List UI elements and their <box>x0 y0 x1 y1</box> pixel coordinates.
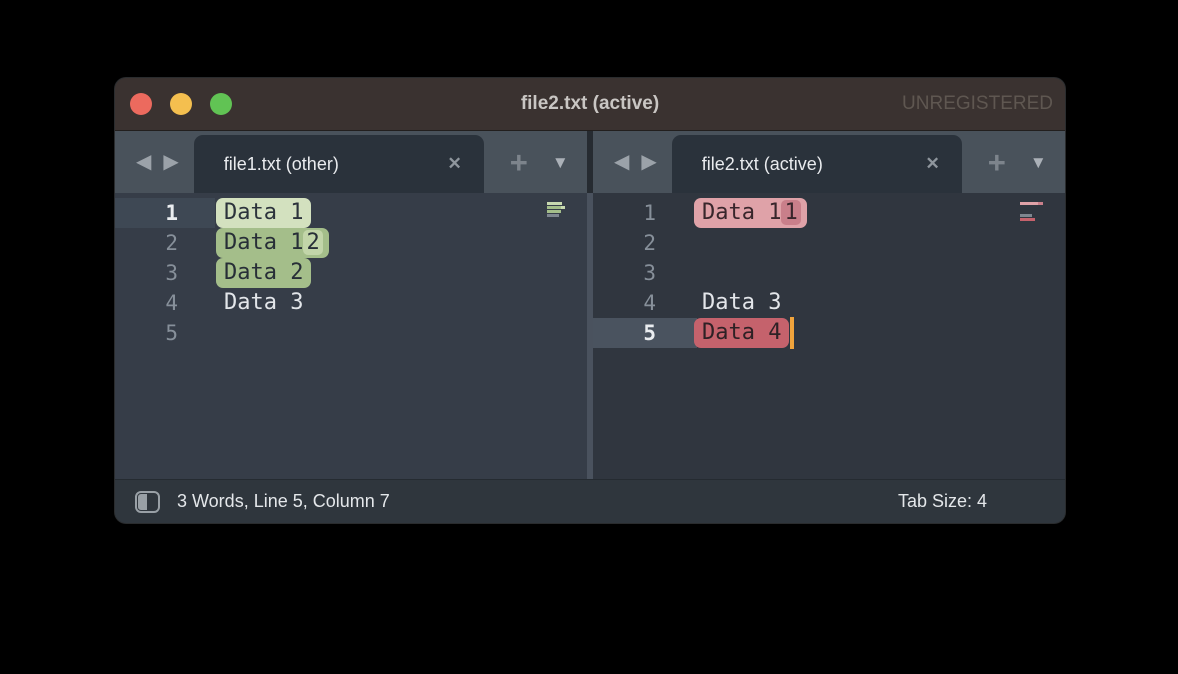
line-number: 2 <box>165 231 178 255</box>
minimap-bar <box>1038 202 1043 205</box>
tab-forward-icon[interactable]: ▶ <box>641 151 657 173</box>
diff-added-segment: Data 1 <box>216 198 312 228</box>
tab-file1-label: file1.txt (other) <box>223 153 339 174</box>
pane-divider[interactable] <box>587 131 593 479</box>
tab-nav-arrows: ◀ ▶ <box>593 152 672 172</box>
new-tab-icon[interactable]: + <box>987 144 1006 180</box>
line-number: 5 <box>165 321 178 345</box>
line-number: 3 <box>643 261 656 285</box>
close-window-button[interactable] <box>130 93 152 115</box>
tab-file2-close-icon[interactable]: ✕ <box>925 154 940 173</box>
minimap-right[interactable] <box>1020 202 1043 222</box>
status-tab-size[interactable]: Tab Size: 4 <box>897 491 987 511</box>
text-caret <box>790 317 795 349</box>
tab-strip-right: ◀ ▶ file2.txt (active) ✕ + ▼ <box>593 131 1065 193</box>
code-line[interactable]: 2 <box>593 228 1065 258</box>
plain-text-segment: Data 3 <box>702 290 782 315</box>
pane-divider-bottom <box>587 193 593 479</box>
tab-nav-arrows: ◀ ▶ <box>115 152 194 172</box>
diff-added-segment: Data 2 <box>216 258 312 288</box>
content-area: ◀ ▶ file1.txt (other) ✕ + ▼ <box>115 131 1065 479</box>
active-line-gutter-highlight <box>115 198 215 228</box>
line-number: 2 <box>643 231 656 255</box>
traffic-lights <box>130 93 232 115</box>
diff-removed-segment: Data 4 <box>694 318 790 348</box>
diff-added-char-chip: 2 <box>303 230 323 255</box>
tab-back-icon[interactable]: ◀ <box>614 151 630 173</box>
minimap-bar <box>547 206 561 209</box>
code-line[interactable]: 3 Data 2 <box>115 258 587 288</box>
minimap-bar <box>1020 218 1035 221</box>
code-line[interactable]: 1 Data 1 <box>115 198 587 228</box>
code-line[interactable]: 5 <box>115 318 587 348</box>
code-line[interactable]: 5 Data 4 <box>593 317 1065 349</box>
minimap-bar <box>561 206 565 209</box>
tab-strip-actions: + ▼ <box>988 147 1047 178</box>
tab-file1[interactable]: file1.txt (other) ✕ <box>193 135 484 193</box>
minimap-bar <box>547 202 562 205</box>
line-number: 4 <box>643 291 656 315</box>
title-bar[interactable]: file2.txt (active) UNREGISTERED <box>115 78 1065 131</box>
code-line[interactable]: 4 Data 3 <box>593 288 1065 318</box>
pane-left: ◀ ▶ file1.txt (other) ✕ + ▼ <box>115 131 587 479</box>
minimap-left[interactable] <box>547 202 565 218</box>
code-line[interactable]: 4 Data 3 <box>115 288 587 318</box>
minimize-window-button[interactable] <box>170 93 192 115</box>
tab-file1-close-icon[interactable]: ✕ <box>447 154 462 173</box>
panel-toggle-icon[interactable] <box>135 490 160 513</box>
pane-right: ◀ ▶ file2.txt (active) ✕ + ▼ <box>593 131 1065 479</box>
active-line-gutter-highlight <box>593 318 697 348</box>
code-line[interactable]: 3 <box>593 258 1065 288</box>
status-bar: 3 Words, Line 5, Column 7 Tab Size: 4 <box>115 479 1065 523</box>
tab-overflow-icon[interactable]: ▼ <box>551 152 569 172</box>
minimap-bar <box>1020 202 1038 205</box>
pane-divider-top <box>587 131 593 193</box>
minimap-bar <box>547 214 559 217</box>
tab-back-icon[interactable]: ◀ <box>136 151 152 173</box>
minimap-bar <box>1020 214 1032 217</box>
diff-removed-char-chip: 1 <box>781 200 801 225</box>
tab-forward-icon[interactable]: ▶ <box>163 151 179 173</box>
plain-text-segment: Data 3 <box>224 290 304 315</box>
minimap-bar <box>547 210 561 213</box>
tab-file2-label: file2.txt (active) <box>701 153 823 174</box>
zoom-window-button[interactable] <box>210 93 232 115</box>
status-position-text: 3 Words, Line 5, Column 7 <box>177 491 390 511</box>
new-tab-icon[interactable]: + <box>509 144 528 180</box>
line-number: 5 <box>643 321 656 345</box>
line-number: 1 <box>643 201 656 225</box>
tab-file2[interactable]: file2.txt (active) ✕ <box>671 135 962 193</box>
window-title: file2.txt (active) <box>520 93 660 114</box>
line-number: 4 <box>165 291 178 315</box>
tab-strip-actions: + ▼ <box>510 147 569 178</box>
tab-strip-left: ◀ ▶ file1.txt (other) ✕ + ▼ <box>115 131 587 193</box>
line-number: 1 <box>165 201 178 225</box>
tab-overflow-icon[interactable]: ▼ <box>1029 152 1047 172</box>
app-window: file2.txt (active) UNREGISTERED ◀ ▶ file… <box>115 78 1065 523</box>
line-number: 3 <box>165 261 178 285</box>
unregistered-badge: UNREGISTERED <box>902 93 1053 114</box>
